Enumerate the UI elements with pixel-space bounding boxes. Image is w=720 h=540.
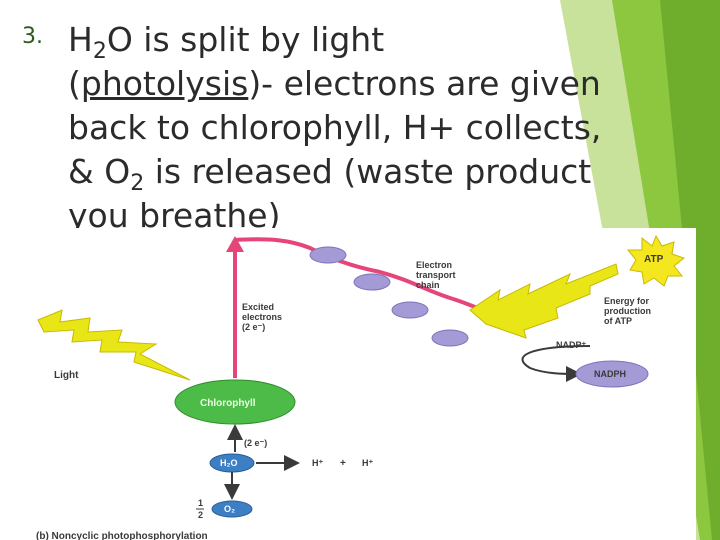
photolysis-term: photolysis bbox=[80, 64, 249, 103]
nadp-plus-label: NADP⁺ bbox=[556, 340, 587, 350]
plus-sign: + bbox=[340, 458, 346, 469]
nadph-ellipse bbox=[575, 360, 649, 388]
energy-bolt-icon bbox=[469, 263, 619, 339]
light-label: Light bbox=[54, 370, 79, 381]
bullet-line-1: H2O is split by light bbox=[68, 18, 668, 64]
o2-label: O₂ bbox=[224, 504, 235, 514]
excitation-arrow bbox=[226, 236, 501, 378]
figure-caption: (b) Noncyclic photophosphorylation bbox=[36, 531, 208, 540]
h-plus-label-1: H⁺ bbox=[312, 458, 323, 468]
excited-label-2: electrons bbox=[242, 312, 282, 322]
photophosphorylation-figure: Light Excited electrons (2 e⁻) Electron … bbox=[30, 228, 696, 540]
subscript-2: 2 bbox=[92, 39, 107, 64]
chlorophyll-label: Chlorophyll bbox=[200, 398, 256, 409]
open-paren: ( bbox=[68, 64, 81, 103]
light-bolt-icon bbox=[37, 309, 191, 381]
two-electrons-label: (2 e⁻) bbox=[244, 438, 267, 448]
etc-label-2: transport bbox=[416, 270, 456, 280]
line1-text: O is split by light bbox=[106, 20, 385, 59]
energy-label-1: Energy for bbox=[604, 296, 650, 306]
atp-label: ATP bbox=[644, 254, 664, 265]
etc-label-3: chain bbox=[416, 280, 440, 290]
bullet-line-2: (photolysis)- electrons are given bbox=[68, 62, 668, 106]
etc-carrier-3 bbox=[391, 301, 429, 319]
h-symbol: H bbox=[68, 20, 93, 59]
energy-label-2: production bbox=[604, 306, 651, 316]
etc-carrier-4 bbox=[431, 329, 469, 347]
bullet-number: 3. bbox=[22, 24, 43, 49]
energy-label-3: of ATP bbox=[604, 316, 632, 326]
etc-label-1: Electron bbox=[416, 260, 452, 270]
subscript-2b: 2 bbox=[130, 171, 145, 196]
nadph-label: NADPH bbox=[594, 369, 626, 379]
h-plus-label-2: H⁺ bbox=[362, 458, 373, 468]
bullet-line-4: & O2 is released (waste product bbox=[68, 150, 668, 196]
etc-carrier-2 bbox=[353, 273, 391, 291]
atp-starburst-icon bbox=[626, 234, 686, 287]
line2-text: )- electrons are given bbox=[248, 64, 601, 103]
excited-label-1: Excited bbox=[242, 302, 274, 312]
line4-text: is released (waste product bbox=[144, 152, 592, 191]
etc-carrier-1 bbox=[309, 246, 347, 264]
nadp-reduction-arrow bbox=[521, 345, 591, 382]
half-numerator: 1 bbox=[198, 498, 203, 508]
bullet-text: H2O is split by light (photolysis)- elec… bbox=[68, 18, 668, 238]
h2o-label: H₂O bbox=[220, 458, 238, 468]
o-symbol: & O bbox=[68, 152, 131, 191]
o2-ellipse bbox=[211, 500, 253, 518]
excited-label-3: (2 e⁻) bbox=[242, 322, 265, 332]
half-denominator: 2 bbox=[198, 510, 203, 520]
bullet-line-3: back to chlorophyll, H+ collects, bbox=[68, 108, 602, 147]
